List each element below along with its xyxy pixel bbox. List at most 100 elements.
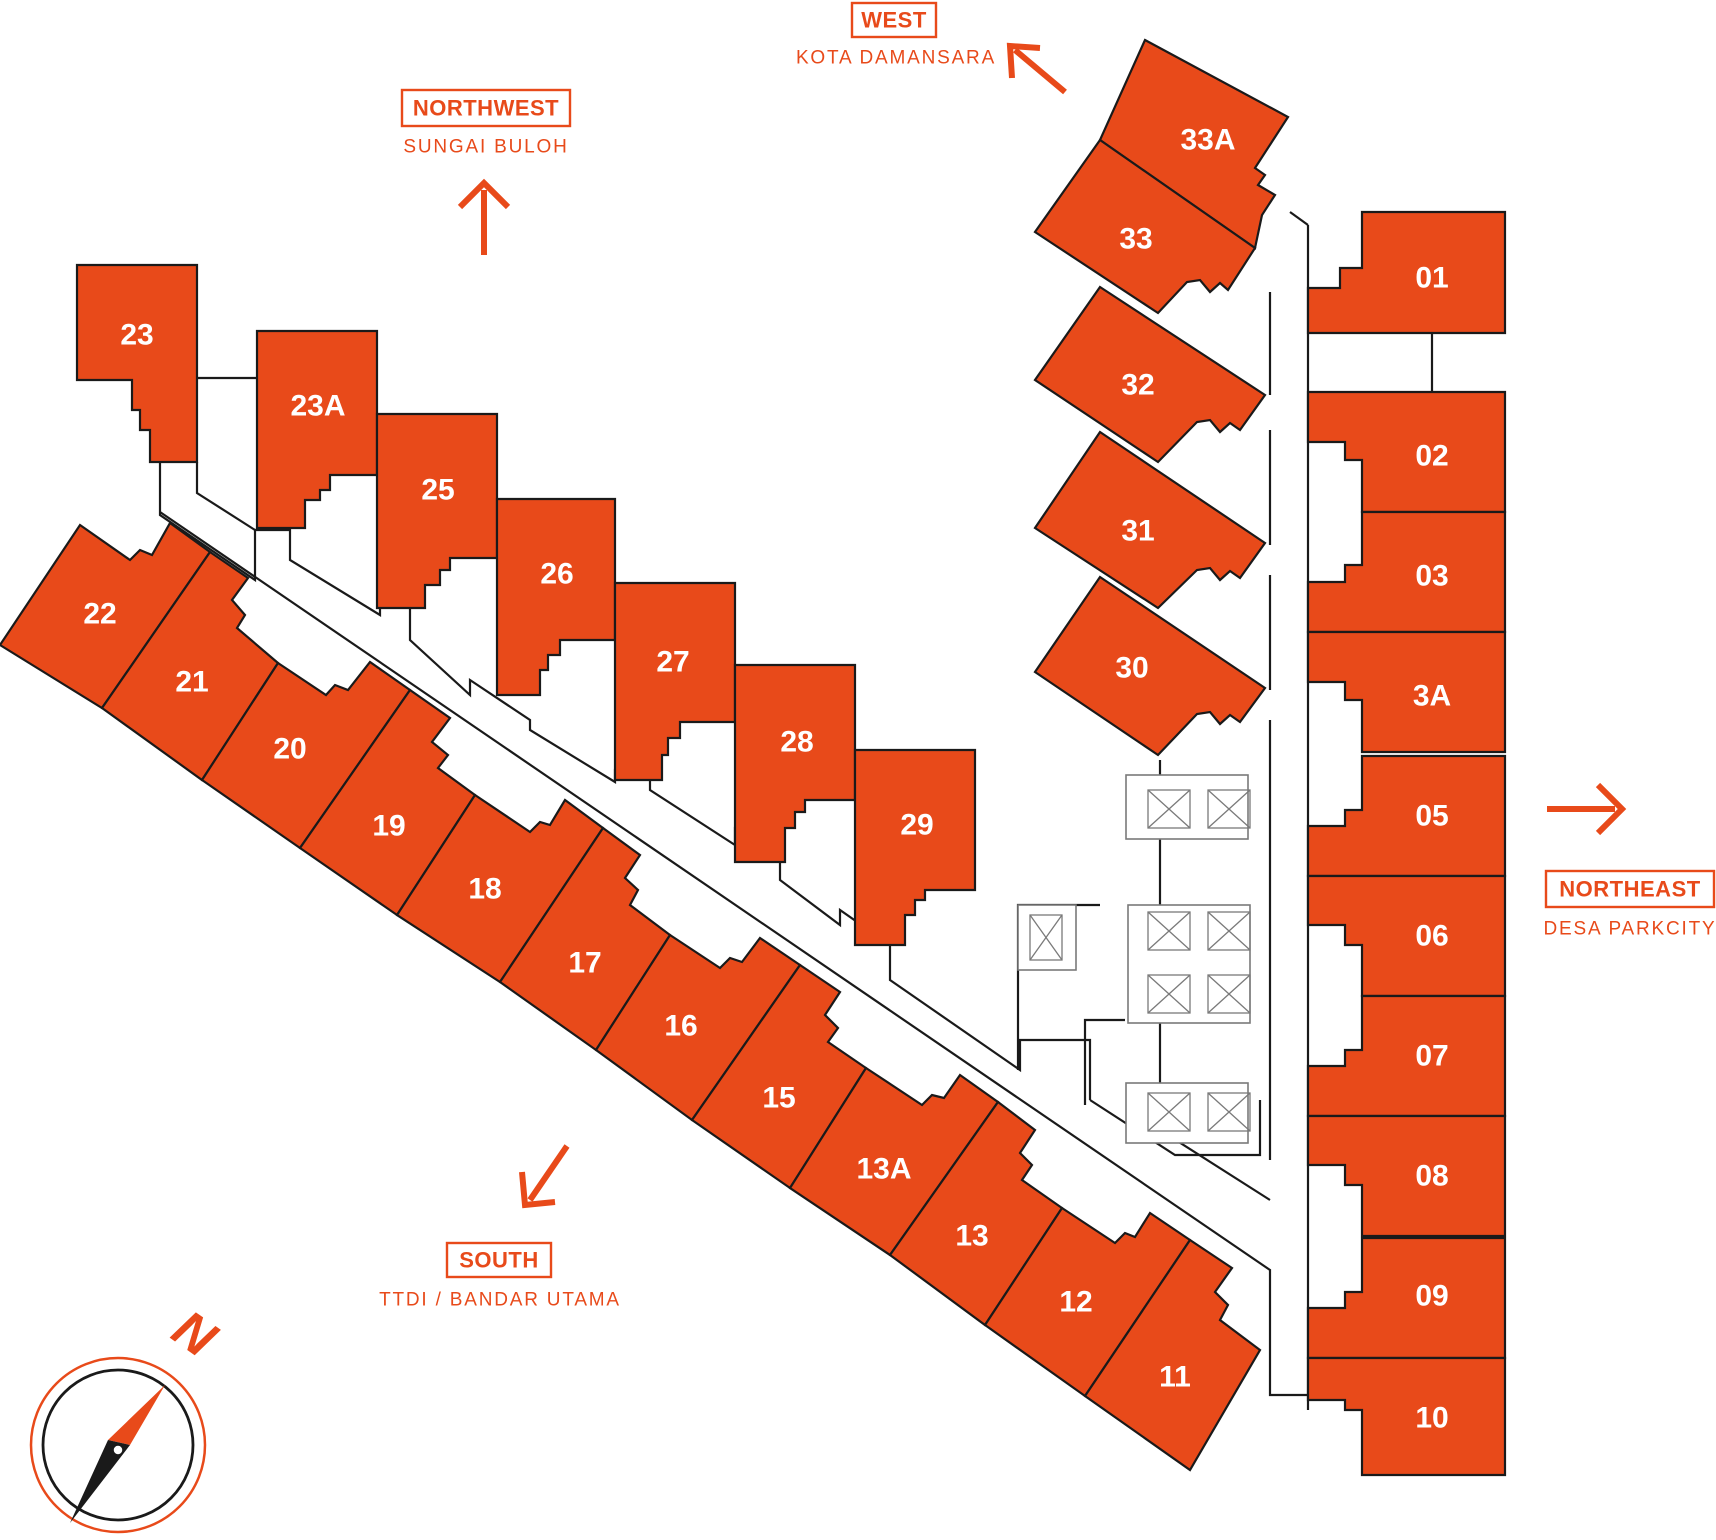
unit-11[interactable]: 11 (1083, 1238, 1262, 1472)
units: 23 23A 25 26 27 28 29 22 (0, 38, 1507, 1477)
lift-car-icon (1147, 911, 1191, 951)
arrow-east-icon (1547, 782, 1627, 836)
unit-29[interactable]: 29 (853, 748, 977, 947)
direction-south: SOUTH TTDI / BANDAR UTAMA (379, 1144, 619, 1311)
unit-label-08: 08 (1415, 1160, 1448, 1193)
unit-18[interactable]: 18 (395, 793, 605, 984)
unit-label-13: 13 (955, 1220, 988, 1253)
unit-06[interactable]: 06 (1306, 874, 1507, 998)
unit-22[interactable]: 22 (0, 521, 212, 710)
direction-title-west: WEST (861, 8, 927, 33)
direction-place-northwest: SUNGAI BULOH (403, 137, 568, 158)
compass-pivot (112, 1444, 124, 1456)
compass-needle-north-icon (108, 1385, 165, 1445)
unit-30[interactable]: 30 (1033, 575, 1267, 757)
unit-03[interactable]: 03 (1306, 510, 1507, 634)
unit-label-05: 05 (1415, 800, 1448, 833)
unit-label-17: 17 (568, 947, 601, 980)
unit-02[interactable]: 02 (1306, 390, 1507, 514)
unit-27[interactable]: 27 (613, 581, 737, 782)
arrow-west-icon (1006, 42, 1067, 95)
unit-label-26: 26 (540, 558, 573, 591)
lift-car-icon (1207, 974, 1251, 1014)
unit-label-16: 16 (664, 1010, 697, 1043)
unit-26[interactable]: 26 (495, 497, 617, 697)
unit-09[interactable]: 09 (1306, 1236, 1507, 1360)
unit-label-06: 06 (1415, 920, 1448, 953)
unit-07[interactable]: 07 (1306, 994, 1507, 1118)
unit-10[interactable]: 10 (1306, 1356, 1507, 1477)
direction-place-west: KOTA DAMANSARA (796, 48, 996, 69)
lift-car-icon (1147, 974, 1191, 1014)
unit-label-12: 12 (1059, 1286, 1092, 1319)
unit-3A[interactable]: 3A (1306, 630, 1507, 754)
corridor-lower-wall (159, 511, 1310, 1397)
lift-block-2 (1127, 904, 1251, 1024)
unit-label-27: 27 (656, 646, 689, 679)
unit-08[interactable]: 08 (1306, 1114, 1507, 1238)
compass-north-label: N (162, 1299, 227, 1369)
unit-21[interactable]: 21 (100, 550, 280, 782)
unit-15[interactable]: 15 (690, 963, 868, 1190)
lift-car-icon (1147, 1092, 1191, 1132)
unit-label-23: 23 (120, 319, 153, 352)
unit-label-22: 22 (83, 598, 116, 631)
compass: N (29, 1299, 227, 1534)
unit-label-23A: 23A (290, 390, 345, 423)
unit-28[interactable]: 28 (733, 663, 857, 864)
unit-23A[interactable]: 23A (255, 329, 379, 530)
unit-05[interactable]: 05 (1306, 754, 1507, 878)
unit-16[interactable]: 16 (594, 933, 802, 1122)
unit-13[interactable]: 13 (888, 1100, 1064, 1327)
direction-place-northeast: DESA PARKCITY (1544, 919, 1716, 940)
direction-west: WEST KOTA DAMANSARA (796, 1, 1067, 95)
unit-label-33A: 33A (1180, 124, 1235, 157)
unit-label-3A: 3A (1413, 680, 1451, 713)
direction-northwest: NORTHWEST SUNGAI BULOH (400, 88, 572, 255)
lift-car-icon (1207, 789, 1251, 829)
direction-title-northwest: NORTHWEST (413, 96, 559, 121)
lift-car-icon (1207, 911, 1251, 951)
lift-car-icon (1147, 789, 1191, 829)
unit-label-15: 15 (762, 1082, 795, 1115)
lift-block-4 (1017, 904, 1077, 971)
direction-northeast: NORTHEAST DESA PARKCITY (1544, 782, 1716, 940)
direction-title-northeast: NORTHEAST (1559, 877, 1700, 902)
unit-label-03: 03 (1415, 560, 1448, 593)
unit-label-19: 19 (372, 810, 405, 843)
unit-label-28: 28 (780, 726, 813, 759)
unit-label-10: 10 (1415, 1402, 1448, 1435)
direction-box-northeast (1544, 869, 1716, 909)
direction-title-south: SOUTH (459, 1248, 539, 1273)
unit-19[interactable]: 19 (298, 688, 477, 917)
unit-label-02: 02 (1415, 440, 1448, 473)
unit-23[interactable]: 23 (75, 263, 199, 464)
unit-label-32: 32 (1121, 369, 1154, 402)
connector-23-b (195, 462, 256, 531)
unit-25[interactable]: 25 (375, 412, 499, 610)
unit-32[interactable]: 32 (1033, 285, 1267, 464)
unit-17[interactable]: 17 (498, 826, 672, 1052)
unit-label-01: 01 (1415, 262, 1448, 295)
unit-label-11: 11 (1159, 1361, 1191, 1394)
arrow-southwest-icon (519, 1144, 570, 1209)
unit-label-18: 18 (468, 873, 501, 906)
unit-label-25: 25 (421, 474, 454, 507)
direction-box-west (850, 1, 938, 39)
unit-12[interactable]: 12 (983, 1206, 1192, 1398)
unit-label-33: 33 (1119, 223, 1152, 256)
unit-33[interactable]: 33 (1033, 138, 1257, 315)
unit-label-07: 07 (1415, 1040, 1448, 1073)
unit-13A[interactable]: 13A (788, 1066, 1000, 1257)
unit-31[interactable]: 31 (1033, 430, 1267, 610)
unit-label-21: 21 (175, 666, 208, 699)
unit-label-31: 31 (1121, 515, 1154, 548)
unit-label-30: 30 (1115, 652, 1148, 685)
lift-core (1017, 774, 1251, 1144)
arrow-north-icon (457, 178, 511, 255)
direction-box-northwest (400, 88, 572, 128)
unit-20[interactable]: 20 (200, 660, 412, 850)
unit-01[interactable]: 01 (1306, 210, 1507, 335)
lift-car-icon (1207, 1092, 1251, 1132)
